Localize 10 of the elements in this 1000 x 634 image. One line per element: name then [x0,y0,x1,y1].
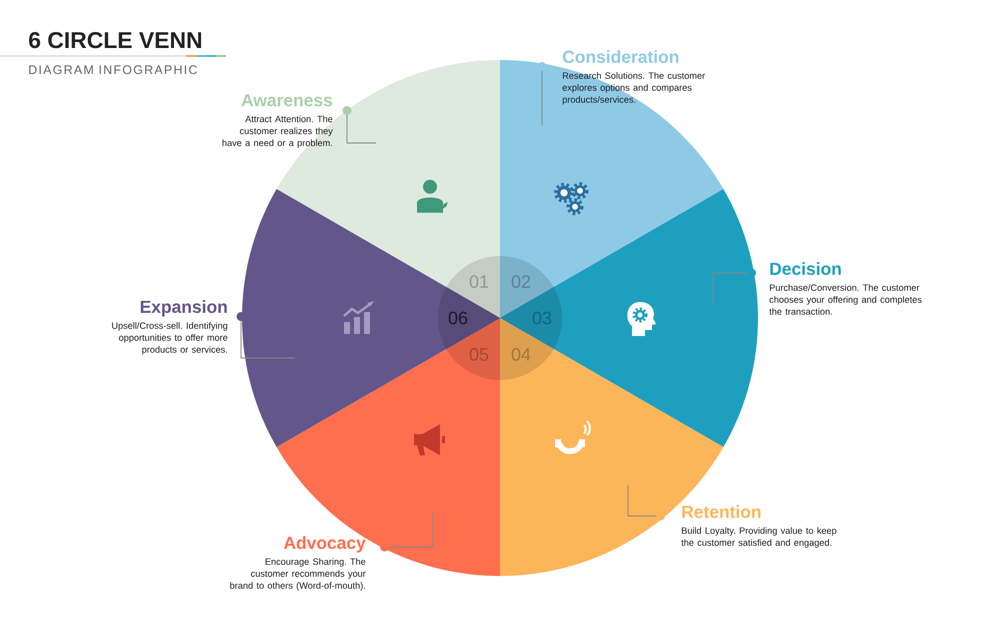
callout-text: Decision Purchase/Conversion. The customer chooses your offering and completes the transaction. [769,262,922,315]
leader-line [538,62,546,126]
leader-line [712,268,756,306]
leader-line [380,512,434,552]
title: 6 CIRCLE VENN [29,32,202,48]
leader-line [342,106,376,144]
callout-text: Expansion Upsell/Cross-sell. Identifying opportunities to offer more products or services. [112,300,228,355]
leader-line [236,312,296,358]
leader-line [628,484,665,520]
subtitle: DIAGRAM INFOGRAPHIC [29,65,197,74]
